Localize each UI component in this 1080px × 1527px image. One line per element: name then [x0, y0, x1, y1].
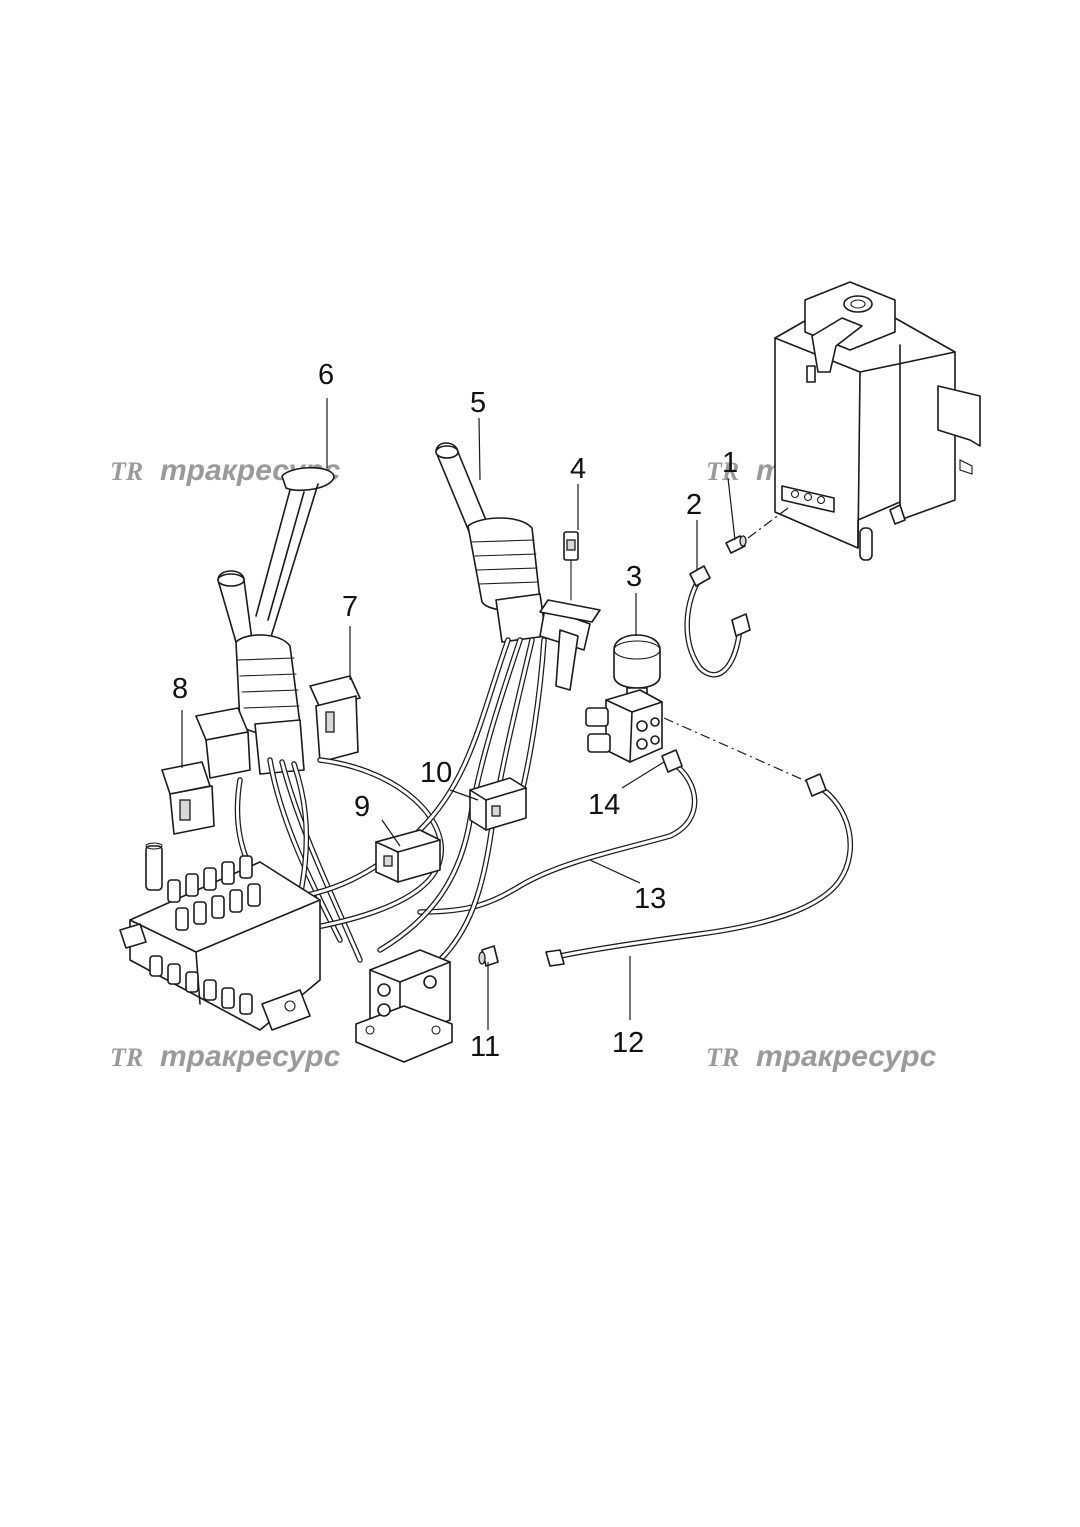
connection-line-tank	[747, 507, 789, 539]
connection-line-valve	[663, 717, 809, 783]
watermark-logo: TR	[706, 1043, 739, 1072]
hose-13	[417, 749, 698, 915]
fitting-11	[478, 945, 499, 967]
callout-labels: 1 2 3 4 5 6 7 8 9 10 11 12 13 14	[172, 359, 738, 1063]
callout-4: 4	[570, 453, 586, 485]
control-lever-6	[255, 466, 335, 641]
switch-4	[539, 531, 601, 623]
hose-2	[684, 565, 751, 678]
callout-13: 13	[634, 883, 666, 915]
valve-block-14	[585, 689, 663, 763]
watermark-text: тракресурс	[756, 1040, 937, 1073]
watermark-bottom-right: TR тракресурс	[706, 1040, 937, 1073]
watermark-logo: TR	[110, 457, 143, 486]
callout-1: 1	[722, 447, 738, 479]
watermark-logo: TR	[110, 1043, 143, 1072]
hydraulic-tank	[774, 281, 981, 561]
callout-14: 14	[588, 789, 620, 821]
callout-5: 5	[470, 387, 486, 419]
swivel-base	[355, 949, 453, 1063]
valve-9	[375, 829, 441, 883]
watermark-text: тракресурс	[160, 1040, 341, 1073]
callout-2: 2	[686, 489, 702, 521]
callout-11: 11	[470, 1031, 500, 1063]
leader-lines	[181, 398, 736, 1030]
valve-10	[469, 777, 527, 831]
callout-9: 9	[354, 791, 370, 823]
fitting-1	[725, 535, 747, 554]
callout-7: 7	[342, 591, 358, 623]
watermark-logo: TR	[706, 457, 739, 486]
callout-6: 6	[318, 359, 334, 391]
callout-10: 10	[420, 757, 452, 789]
callout-3: 3	[626, 561, 642, 593]
callout-8: 8	[172, 673, 188, 705]
pedal-7	[195, 675, 361, 779]
callout-12: 12	[612, 1027, 644, 1059]
watermark-bottom-left: TR тракресурс	[110, 1040, 341, 1073]
hose-12	[545, 773, 854, 967]
joystick-5	[435, 442, 591, 691]
control-valve-bank	[119, 842, 321, 1031]
pedal-8	[161, 761, 215, 835]
joystick-left	[217, 570, 305, 775]
